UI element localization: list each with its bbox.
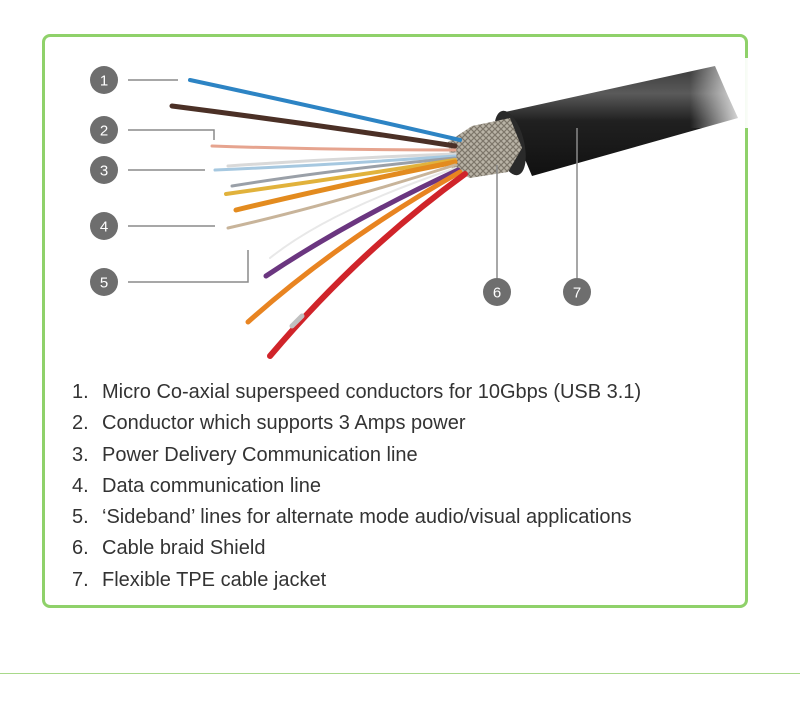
- wire-white: [226, 152, 457, 168]
- wire-purple: [263, 167, 461, 279]
- wire-yellow: [224, 158, 457, 196]
- callout-7-number: 7: [573, 285, 581, 302]
- legend-item-text: Cable braid Shield: [102, 537, 266, 560]
- legend-item: 2. Conductor which supports 3 Amps power: [72, 408, 641, 439]
- callout-6-number: 6: [493, 285, 501, 302]
- callout-1: 1: [90, 66, 118, 94]
- wire-grey: [230, 156, 457, 188]
- legend-list: 1. Micro Co-axial superspeed conductors …: [72, 377, 641, 596]
- conductor-wires: [169, 78, 468, 359]
- legend-item: 3. Power Delivery Communication line: [72, 440, 641, 471]
- bottom-divider: [0, 673, 800, 674]
- legend-item-text: Conductor which supports 3 Amps power: [102, 412, 466, 435]
- legend-item: 1. Micro Co-axial superspeed conductors …: [72, 377, 641, 408]
- wire-orange-mid: [233, 159, 458, 213]
- cable-braid-shield: [448, 118, 522, 178]
- callout-7: 7: [563, 278, 591, 306]
- wire-lightblue: [213, 154, 457, 172]
- legend-item: 5. ‘Sideband’ lines for alternate mode a…: [72, 502, 641, 533]
- legend-item-text: ‘Sideband’ lines for alternate mode audi…: [102, 506, 632, 529]
- callout-6: 6: [483, 278, 511, 306]
- legend-item: 6. Cable braid Shield: [72, 533, 641, 564]
- wire-brown: [169, 103, 458, 149]
- callout-5: 5: [90, 268, 118, 296]
- wire-tan: [226, 163, 457, 230]
- legend-item-number: 3.: [72, 443, 89, 466]
- legend-item-number: 5.: [72, 506, 89, 529]
- callout-4-number: 4: [100, 219, 108, 236]
- wire-blue: [188, 78, 462, 142]
- legend-item-number: 7.: [72, 568, 89, 591]
- legend-item-text: Data communication line: [102, 474, 321, 497]
- legend-item-number: 4.: [72, 474, 89, 497]
- callout-3-number: 3: [100, 163, 108, 180]
- legend-item-number: 6.: [72, 537, 89, 560]
- leader-line-5: [128, 250, 249, 283]
- wire-thin-white: [269, 167, 457, 259]
- callout-5-number: 5: [100, 275, 108, 292]
- wire-pink: [210, 144, 457, 152]
- callout-2: 2: [90, 116, 118, 144]
- callout-3: 3: [90, 156, 118, 184]
- legend-item-number: 2.: [72, 412, 89, 435]
- legend-item-number: 1.: [72, 381, 89, 403]
- legend-item: 7. Flexible TPE cable jacket: [72, 565, 641, 596]
- cable-jacket: [494, 58, 750, 176]
- legend-item-text: Flexible TPE cable jacket: [102, 568, 327, 591]
- callout-1-number: 1: [100, 73, 108, 90]
- legend-item-text: Micro Co-axial superspeed conductors for…: [102, 381, 642, 403]
- wire-red: [267, 171, 468, 359]
- callout-markers: 1 2 3 4 5 6 7: [90, 66, 591, 306]
- legend-item-text: Power Delivery Communication line: [102, 443, 418, 466]
- leader-lines: [128, 79, 578, 283]
- callout-4: 4: [90, 212, 118, 240]
- leader-line-2: [128, 129, 215, 140]
- legend-item: 4. Data communication line: [72, 471, 641, 502]
- callout-2-number: 2: [100, 123, 108, 140]
- wire-orange: [245, 169, 463, 325]
